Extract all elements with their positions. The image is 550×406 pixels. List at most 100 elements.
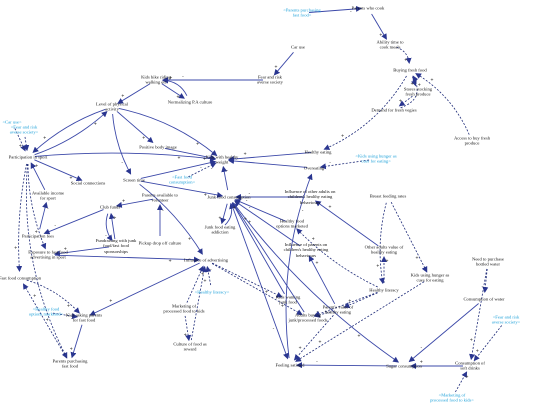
polarity-sign: + [218, 215, 222, 222]
node-healthy-literacy: Healthy literacy [369, 287, 399, 293]
edge-car-use-to-fear-risk [273, 52, 294, 76]
edge-kids-hunger-ghost-to-overeating [319, 159, 370, 170]
edge-buying-fresh-to-healthy-eating [323, 75, 407, 150]
polarity-sign: + [183, 332, 187, 339]
node-club-funds: Club funds [99, 204, 121, 210]
polarity-sign: + [109, 298, 113, 305]
edge-screen-time-to-junk-food-consumption [140, 180, 224, 198]
edge-healthy-eating-to-kids-healthy-weight [228, 152, 312, 162]
polarity-sign: + [243, 151, 247, 158]
polarity-sign: - [316, 358, 318, 365]
edge-available-income-to-participation-sport [30, 162, 46, 191]
polarity-sign: + [233, 205, 236, 212]
edge-marketing-ghost-to-consumption-soft-drinks [455, 371, 468, 393]
polarity-sign: - [245, 197, 248, 204]
polarity-sign: - [316, 308, 319, 315]
node-influence-advertising: Influence of advertising [184, 257, 228, 263]
edge-fast-food-consumption-to-kids-asking-fast-food [26, 279, 80, 314]
edge-demand-fresh-to-buying-fresh [400, 75, 419, 109]
edge-kids-asking-fast-food-to-parents-purchasing [70, 324, 83, 359]
node-adults-buying-junk: Adults buying junk/processed foods [288, 312, 328, 323]
node-healthy-food-options: Healthy food options marketed [276, 218, 308, 229]
edge-kids-bike-to-normalizing-pa [161, 83, 185, 99]
polarity-sign: + [274, 64, 278, 71]
edge-access-fresh-to-buying-fresh [415, 73, 470, 135]
node-parents-purchasing: Parents purchasing fast food [52, 358, 88, 369]
polarity-sign: - [349, 8, 352, 15]
polarity-sign: - [420, 344, 423, 351]
polarity-sign: + [45, 317, 49, 324]
edge-kids-bike-to-level-pa [117, 83, 151, 104]
edge-junk-food-consumption-to-sugar-consumption [232, 202, 400, 363]
edge-participation-sport-to-level-pa [34, 111, 108, 156]
polarity-sign: + [14, 245, 18, 252]
polarity-sign: + [311, 236, 315, 243]
node-level-pa: Level of physical activity [96, 101, 128, 112]
edge-fast-food-consumption-ghost-to-kids-healthy-weight [188, 162, 217, 178]
node-junk-food-consumption: Junk food consumption [207, 194, 251, 200]
polarity-sign: + [203, 278, 207, 285]
node-healthy-eating: Healthy eating [304, 149, 332, 155]
node-kids-bike: Kids bike riding walking etc [141, 74, 171, 85]
polarity-sign: - [210, 266, 212, 273]
polarity-sign: + [248, 219, 252, 226]
node-kids-wanting-junk: Kids wanting junk food [275, 294, 301, 305]
edge-fear-ghost-2-to-consumption-soft-drinks [473, 325, 503, 362]
node-culture-food-reward: Culture of food as reward [173, 341, 207, 352]
node-junk-food-addiction: Junk food eating addiction [204, 224, 236, 235]
polarity-sign: - [301, 207, 304, 214]
polarity-sign: - [54, 222, 57, 229]
edge-other-adults-value-to-influence-other-adults [314, 200, 379, 247]
edge-healthy-literacy-to-adults-buying-junk [313, 292, 378, 317]
polarity-sign: + [404, 57, 408, 63]
polarity-sign: + [169, 75, 173, 82]
polarity-sign: + [379, 32, 383, 38]
node-buying-fresh: Buying fresh food [393, 67, 427, 73]
node-consumption-water: Consumption of water [463, 296, 505, 302]
polarity-sign: - [248, 204, 251, 210]
edge-participation-sport-to-kids-healthy-weight [34, 152, 216, 162]
node-pickup-dropoff: Pickup drop off culture [138, 240, 182, 246]
node-other-adults-value: Other adults value of healthy eating [364, 244, 404, 255]
polarity-sign: + [196, 141, 200, 148]
polarity-sign: - [70, 315, 73, 322]
edge-parents-volunteer-to-club-funds [115, 198, 154, 208]
polarity-sign: + [415, 255, 419, 262]
node-fear-ghost-2: <Fear and risk averse society> [491, 314, 521, 325]
edge-level-pa-to-screen-time [112, 113, 132, 175]
polarity-sign: + [318, 339, 322, 346]
edge-need-bottled-water-to-consumption-water [482, 268, 489, 293]
node-available-income: Available income for sport [31, 190, 65, 201]
node-screen-time: Screen time [123, 177, 145, 183]
polarity-sign: - [22, 144, 25, 151]
edge-junk-food-consumption-to-kids-healthy-weight [221, 165, 229, 191]
node-participation-sport: Participation in sport [8, 154, 48, 160]
node-healthy-food-ghost: <Healthy food options marketed> [28, 306, 64, 317]
edge-junk-food-consumption-to-junk-food-addiction [220, 203, 228, 225]
polarity-sign: + [419, 359, 423, 366]
polarity-sign: + [33, 293, 37, 300]
edge-parents-purchasing-top-to-parents-who-cook [308, 5, 362, 13]
node-healthy-literacy-ghost: <Healthy literacy> [194, 289, 230, 295]
node-marketing-ghost: <Marketing of processed food to kids> [430, 392, 474, 403]
polarity-sign: - [182, 73, 184, 80]
node-parents-purchasing-top: <Parents purchasing fast food> [283, 7, 321, 18]
node-car-use: Car use [291, 44, 305, 50]
polarity-sign: + [93, 121, 97, 128]
edge-participation-sport-to-exposure-fast-food [27, 163, 47, 250]
polarity-sign: + [142, 135, 146, 141]
edge-ability-time-cook-to-buying-fresh [396, 46, 412, 64]
polarity-sign: + [168, 258, 172, 265]
edge-culture-food-reward-to-influence-advertising [190, 265, 207, 341]
node-fast-food-consumption: Fast food consumption [0, 275, 42, 281]
node-kids-hunger: Kids using hunger as cues for eating [410, 272, 450, 283]
edge-parents-value-to-influence-parents [308, 255, 336, 305]
node-car-use-ghost: <Car use> [2, 119, 22, 125]
edge-breast-feeding-to-healthy-literacy [379, 202, 387, 285]
node-normalizing-pa: Normalizing P.A culture [167, 99, 213, 105]
node-consumption-soft-drinks: Consumption of soft drinks [455, 360, 485, 371]
edge-junk-food-addiction-to-junk-food-consumption [224, 202, 235, 226]
node-fear-risk: Fear and risk averse society [257, 74, 283, 85]
edge-parents-value-to-feeling-satiated [293, 315, 334, 361]
